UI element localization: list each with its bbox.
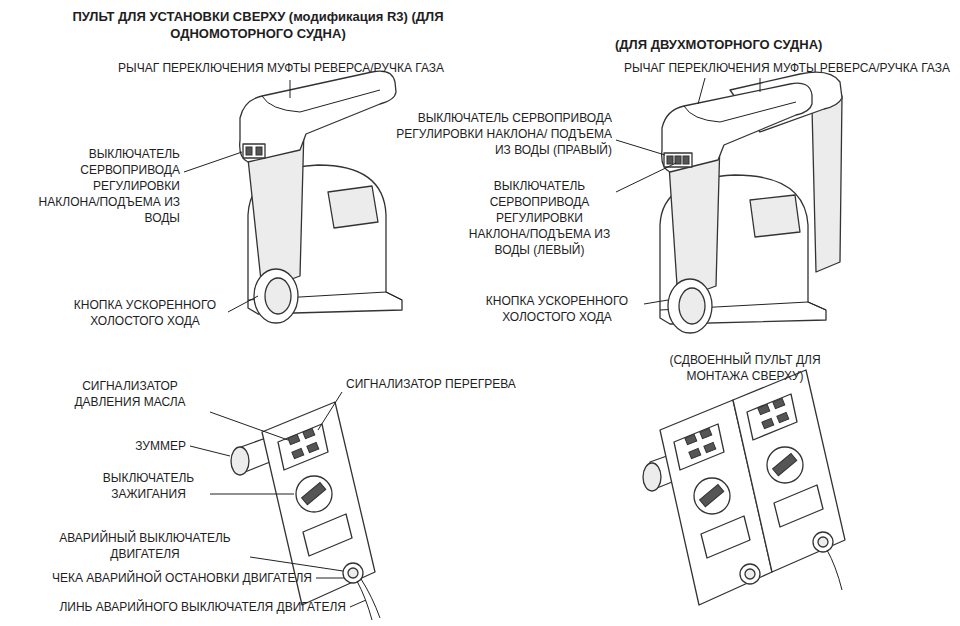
dual-key-panel	[758, 404, 770, 414]
dual-key-panel	[700, 484, 724, 506]
dual-key-panel	[774, 485, 823, 527]
part-label: ВЫКЛЮЧАТЕЛЬ СЕРВОПРИВОДА РЕГУЛИРОВКИ НАК…	[467, 178, 612, 258]
part-label: ЗУММЕР	[135, 438, 186, 454]
single-control	[243, 144, 265, 158]
leader-line	[250, 557, 343, 571]
dual-key-panel	[745, 569, 755, 579]
section-heading: (СДВОЕННЫЙ ПУЛЬТ ДЛЯ МОНТАЖА СВЕРХУ)	[658, 352, 833, 384]
leader-line	[318, 392, 342, 430]
single-control	[256, 147, 262, 155]
part-label: КНОПКА УСКОРЕННОГО ХОЛОСТОГО ХОДА	[470, 293, 645, 325]
leader-line	[210, 412, 288, 440]
key-panel	[278, 424, 328, 470]
dual-key-panel	[773, 398, 785, 408]
twin-control	[684, 102, 796, 122]
twin-control	[683, 156, 689, 164]
dual-key-panel	[767, 447, 803, 483]
dual-key-panel	[762, 418, 774, 428]
key-panel	[302, 482, 326, 504]
key-panel	[361, 579, 380, 618]
leader-line	[190, 446, 230, 456]
part-label: ВЫКЛЮЧАТЕЛЬ СЕРВОПРИВОДА РЕГУЛИРОВКИ НАК…	[35, 146, 180, 226]
part-label: РЫЧАГ ПЕРЕКЛЮЧЕНИЯ МУФТЫ РЕВЕРСА/РУЧКА Г…	[118, 60, 444, 76]
part-label: СИГНАЛИЗАТОР ДАВЛЕНИЯ МАСЛА	[53, 378, 208, 410]
diagram-title: ПУЛЬТ ДЛЯ УСТАНОВКИ СВЕРХУ (модификация …	[48, 8, 468, 42]
dual-key-panel	[700, 428, 712, 438]
part-label: РЫЧАГ ПЕРЕКЛЮЧЕНИЯ МУФТЫ РЕВЕРСА/РУЧКА Г…	[624, 60, 950, 76]
single-control	[240, 71, 402, 323]
twin-control	[668, 279, 712, 333]
single-control	[262, 90, 380, 112]
part-label: ЛИНЬ АВАРИЙНОГО ВЫКЛЮЧАТЕЛЯ ДВИГАТЕЛЯ	[59, 599, 346, 615]
part-label: ЧЕКА АВАРИЙНОЙ ОСТАНОВКИ ДВИГАТЕЛЯ	[52, 570, 312, 586]
dual-key-panel	[827, 550, 842, 590]
dual-key-panel	[674, 424, 724, 470]
key-panel	[303, 514, 352, 556]
leader-line	[210, 494, 294, 495]
key-panel	[231, 402, 380, 620]
leader-line	[316, 578, 344, 579]
dual-key-panel	[701, 516, 750, 558]
twin-control	[750, 195, 800, 237]
leader-line	[290, 80, 291, 98]
single-control	[328, 186, 378, 228]
dual-key-panel	[773, 453, 797, 475]
twin-control	[664, 153, 692, 167]
part-label: КНОПКА УСКОРЕННОГО ХОЛОСТОГО ХОДА	[63, 297, 228, 329]
twin-control	[812, 96, 842, 272]
part-label: ВЫКЛЮЧАТЕЛЬ ЗАЖИГАНИЯ	[91, 470, 206, 502]
leader-line	[184, 78, 760, 607]
section-heading: (ДЛЯ ДВУХМОТОРНОГО СУДНА)	[615, 36, 822, 53]
leader-line	[616, 140, 665, 155]
key-panel	[288, 434, 300, 444]
part-label: АВАРИЙНЫЙ ВЫКЛЮЧАТЕЛЬ ДВИГАТЕЛЯ	[38, 530, 253, 562]
dual-key-panel	[685, 434, 697, 444]
dual-key-panel	[733, 370, 845, 572]
dual-key-panel	[643, 370, 845, 605]
single-control	[240, 71, 396, 162]
part-label: СИГНАЛИЗАТОР ПЕРЕГРЕВА	[346, 376, 516, 392]
single-control	[246, 147, 252, 155]
dual-key-panel	[813, 532, 833, 552]
leader-line	[228, 296, 258, 312]
leader-line	[350, 600, 366, 607]
twin-control	[667, 156, 673, 164]
dual-key-panel	[704, 442, 716, 452]
key-panel	[303, 428, 315, 438]
dual-key-panel	[643, 463, 661, 491]
twin-control	[660, 72, 842, 333]
key-panel	[307, 442, 319, 452]
twin-control	[662, 83, 812, 172]
twin-control	[679, 288, 705, 324]
key-panel	[296, 476, 332, 512]
leader-line	[760, 78, 761, 92]
dual-key-panel	[740, 564, 760, 584]
dual-key-panel	[777, 412, 789, 422]
dual-key-panel	[689, 448, 701, 458]
key-panel	[348, 568, 358, 578]
dual-key-panel	[818, 537, 828, 547]
leader-line	[616, 163, 676, 192]
part-label: ВЫКЛЮЧАТЕЛЬ СЕРВОПРИВОДА РЕГУЛИРОВКИ НАК…	[387, 110, 612, 158]
single-control	[265, 278, 291, 314]
key-panel	[343, 563, 363, 583]
leader-line	[184, 152, 242, 172]
key-panel	[231, 447, 249, 475]
key-panel	[292, 448, 304, 458]
single-control	[254, 269, 298, 323]
dual-key-panel	[747, 394, 797, 440]
leader-line	[698, 78, 705, 104]
leader-line	[644, 300, 668, 304]
dual-key-panel	[694, 478, 730, 514]
